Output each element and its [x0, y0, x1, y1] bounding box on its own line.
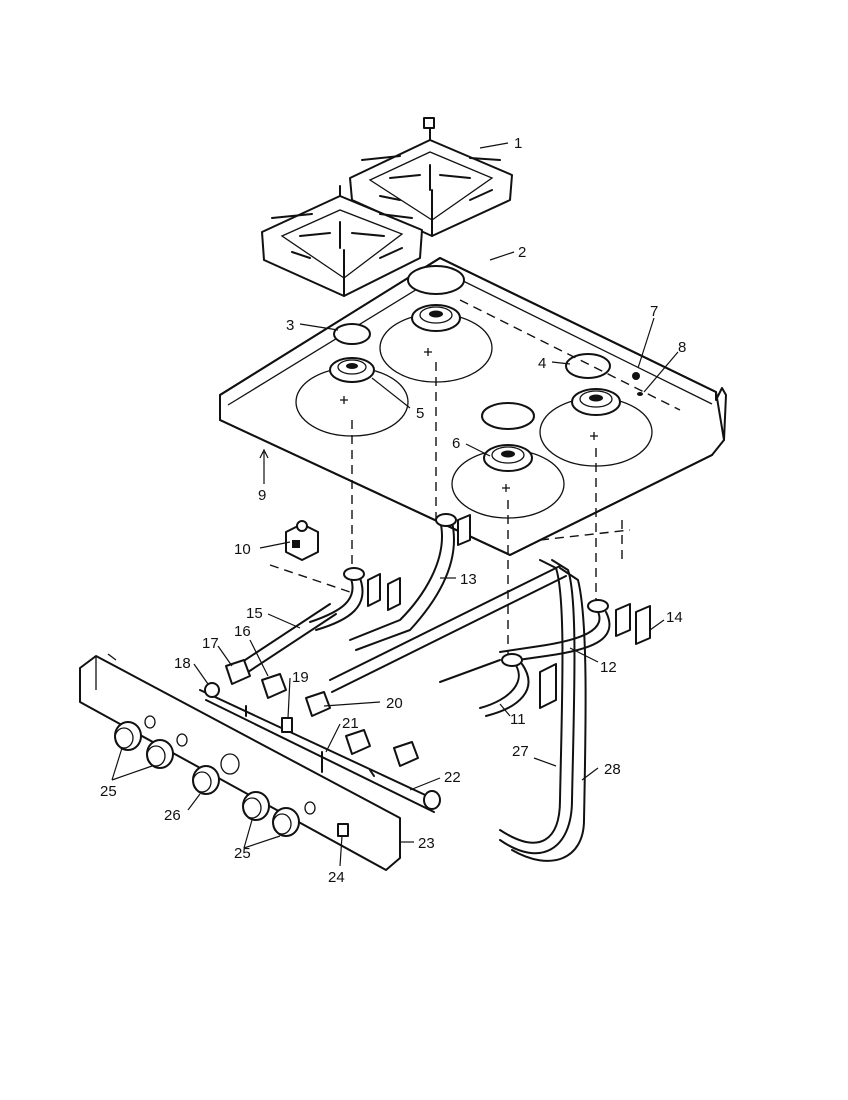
screw [632, 372, 643, 396]
callout-15: 15 [246, 605, 263, 622]
control-knob[interactable] [272, 807, 300, 837]
callout-7: 7 [650, 303, 658, 320]
burner-head-left-front [329, 357, 375, 383]
callout-6: 6 [452, 435, 460, 452]
callout-13: 13 [460, 571, 477, 588]
burner-head-right-rear [571, 388, 621, 416]
burner-cap [481, 402, 535, 430]
leader-lines [111, 142, 679, 867]
callout-27: 27 [512, 743, 529, 760]
burner-head-left-rear [411, 304, 461, 332]
burner-head-right-front [483, 444, 533, 472]
callout-11: 11 [510, 711, 526, 728]
callout-4: 4 [538, 355, 546, 372]
burner-cap [407, 265, 465, 295]
callout-18: 18 [174, 655, 191, 672]
callout-23: 23 [418, 835, 435, 852]
alignment-lines [269, 257, 717, 660]
burner-venturi-tube-12 [499, 599, 651, 663]
control-knob[interactable] [242, 791, 270, 821]
panel-holes [144, 715, 316, 815]
callout-25-right: 25 [234, 845, 251, 862]
callout-5: 5 [416, 405, 424, 422]
callout-3: 3 [286, 317, 294, 334]
control-knob[interactable] [114, 721, 142, 751]
callout-2: 2 [518, 244, 526, 261]
callout-1: 1 [514, 135, 522, 152]
gas-tubing-27-28 [499, 559, 587, 862]
callout-labels: 1 2 3 4 5 6 7 8 9 10 11 12 13 14 15 16 1… [100, 135, 686, 886]
callout-19: 19 [292, 669, 309, 686]
manifold-rod-15 [235, 603, 337, 677]
callout-9: 9 [258, 487, 266, 504]
callout-12: 12 [600, 659, 617, 676]
callout-10: 10 [234, 541, 251, 558]
control-knob[interactable] [192, 765, 220, 795]
callout-28: 28 [604, 761, 621, 778]
callout-24: 24 [328, 869, 345, 886]
burner-venturi-tube-13 [349, 513, 471, 651]
burner-venturi-tube-11 [439, 653, 557, 717]
callout-26: 26 [164, 807, 181, 824]
valve-cluster [199, 659, 441, 813]
burner-venturi-tube-left [309, 567, 401, 631]
control-knob[interactable] [146, 739, 174, 769]
callout-22: 22 [444, 769, 461, 786]
callout-25-left: 25 [100, 783, 117, 800]
manifold-pipe [329, 565, 567, 693]
burner-grate-right [349, 117, 513, 237]
burner-cap [565, 353, 611, 379]
control-panel [79, 653, 401, 871]
spark-module [285, 520, 319, 561]
callout-16: 16 [234, 623, 251, 640]
panel-switch [337, 823, 349, 837]
burner-grate-left [261, 185, 423, 297]
callout-21: 21 [342, 715, 359, 732]
burner-cap [333, 323, 371, 345]
callout-20: 20 [386, 695, 403, 712]
callout-17: 17 [202, 635, 219, 652]
callout-14: 14 [666, 609, 683, 626]
callout-8: 8 [678, 339, 686, 356]
